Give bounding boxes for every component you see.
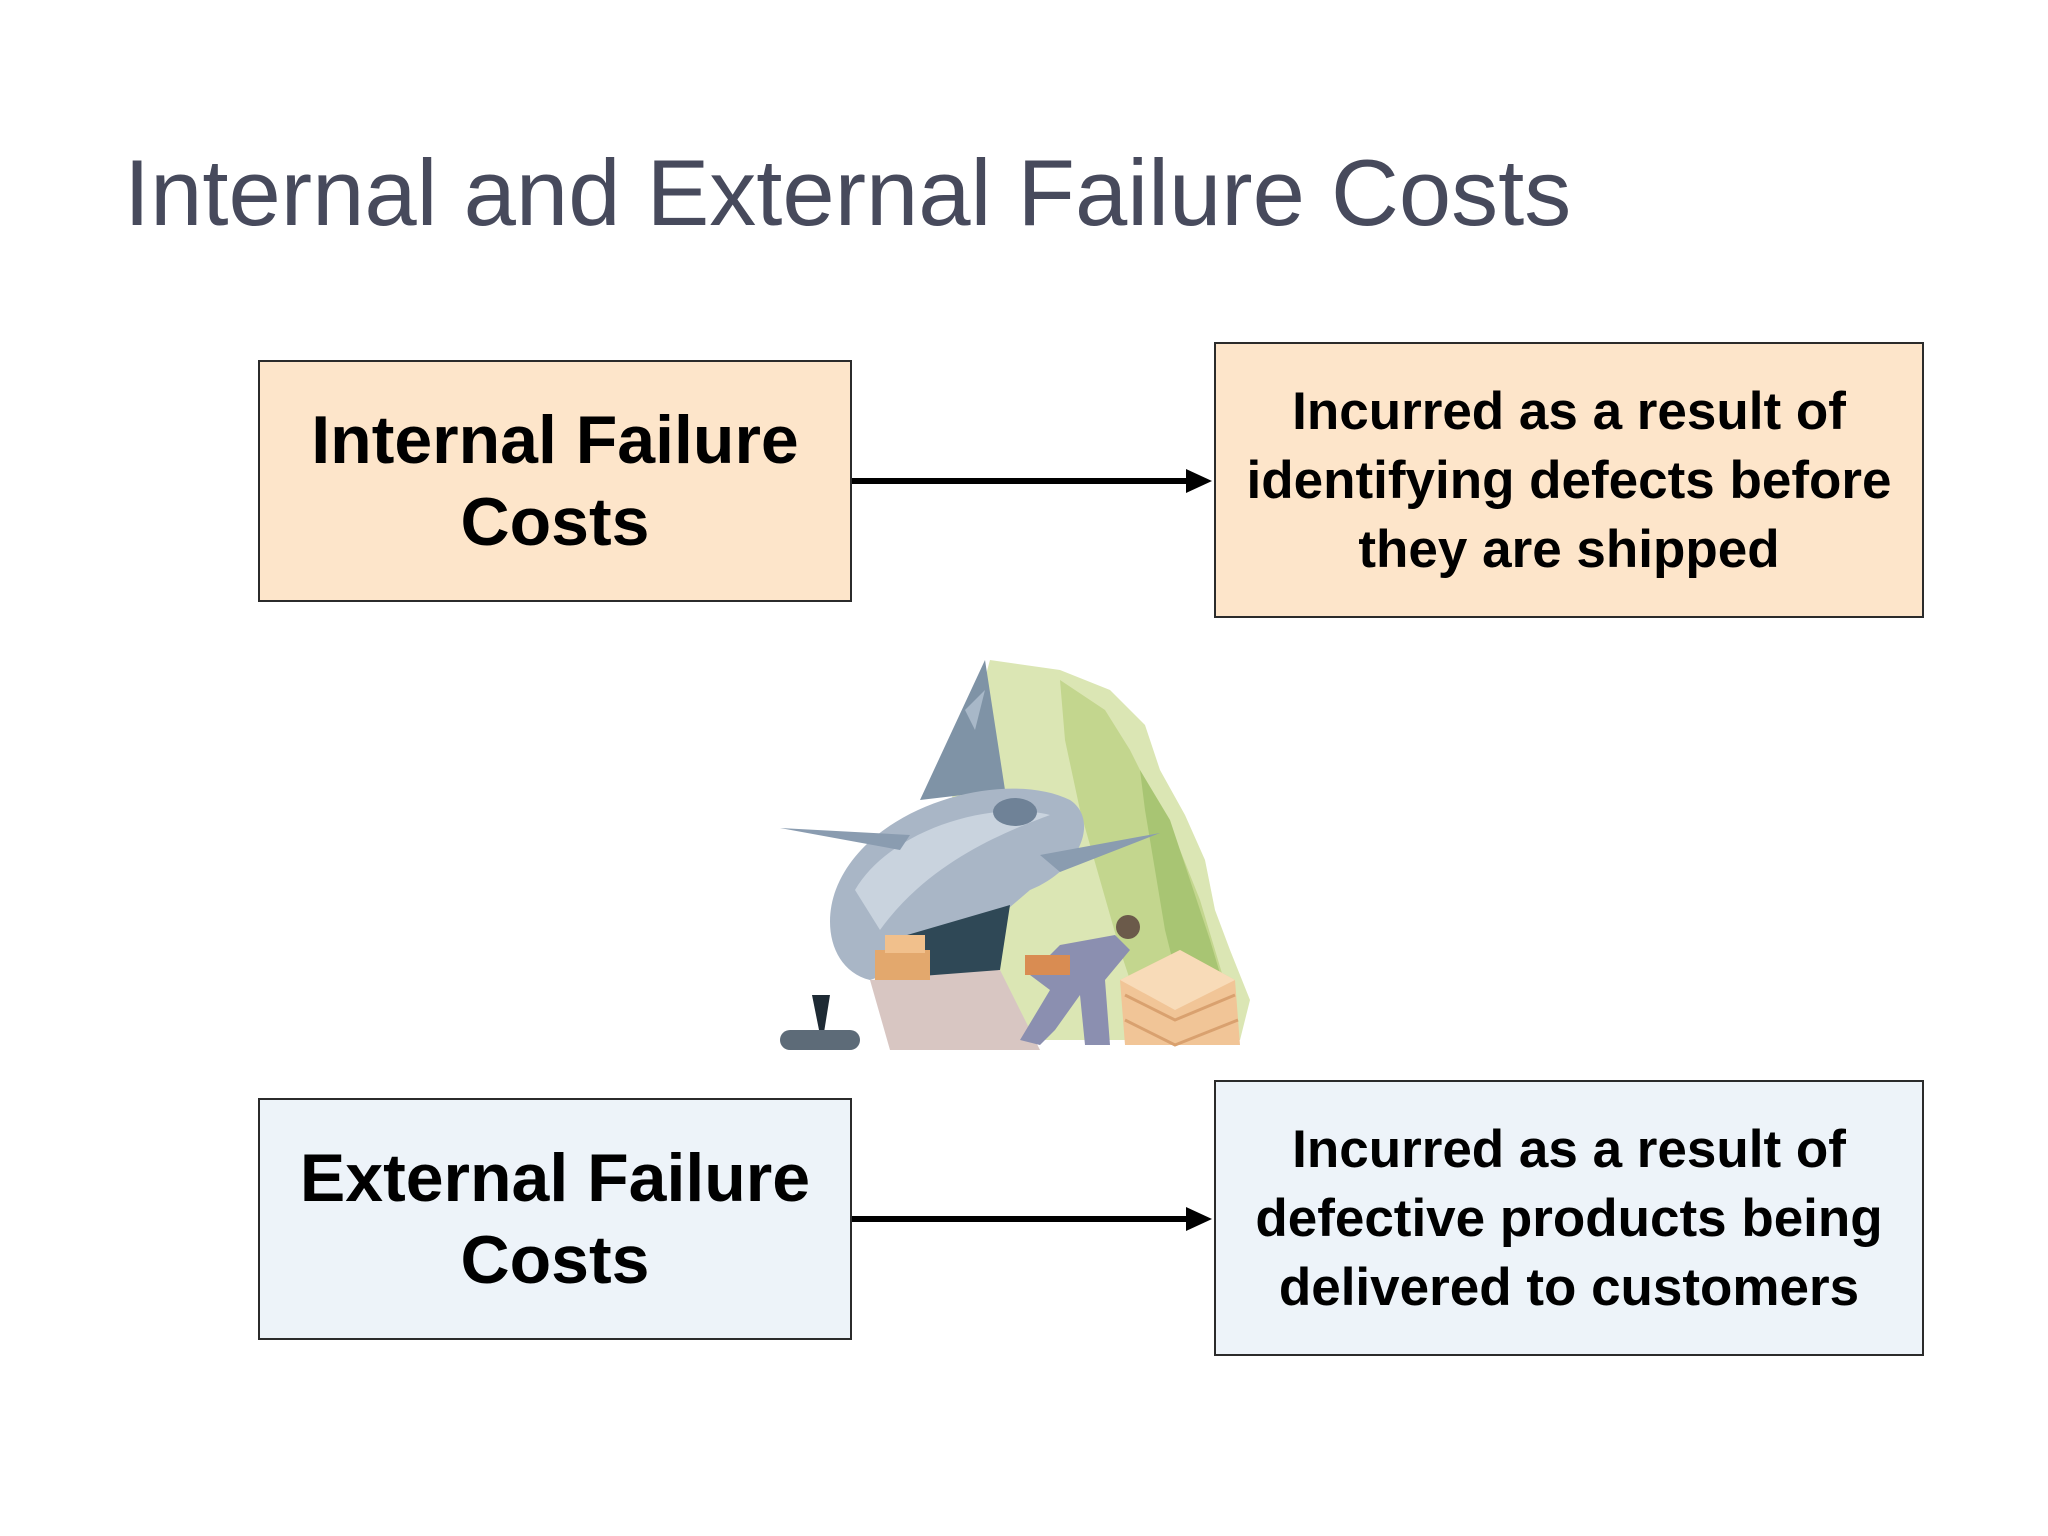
internal-arrow-icon	[852, 469, 1212, 493]
cargo-plane-illustration-icon	[780, 660, 1250, 1050]
internal-failure-costs-label: Internal Failure Costs	[311, 402, 799, 560]
internal-failure-description: Incurred as a result of identifying defe…	[1246, 381, 1892, 579]
external-failure-costs-label: External Failure Costs	[299, 1140, 811, 1298]
internal-failure-costs-box: Internal Failure Costs	[258, 360, 852, 602]
slide-title: Internal and External Failure Costs	[124, 140, 1572, 245]
external-arrow-icon	[852, 1207, 1212, 1231]
external-failure-costs-box: External Failure Costs	[258, 1098, 852, 1340]
internal-failure-description-box: Incurred as a result of identifying defe…	[1214, 342, 1924, 618]
external-failure-description-box: Incurred as a result of defective produc…	[1214, 1080, 1924, 1356]
external-failure-description: Incurred as a result of defective produc…	[1255, 1119, 1883, 1317]
